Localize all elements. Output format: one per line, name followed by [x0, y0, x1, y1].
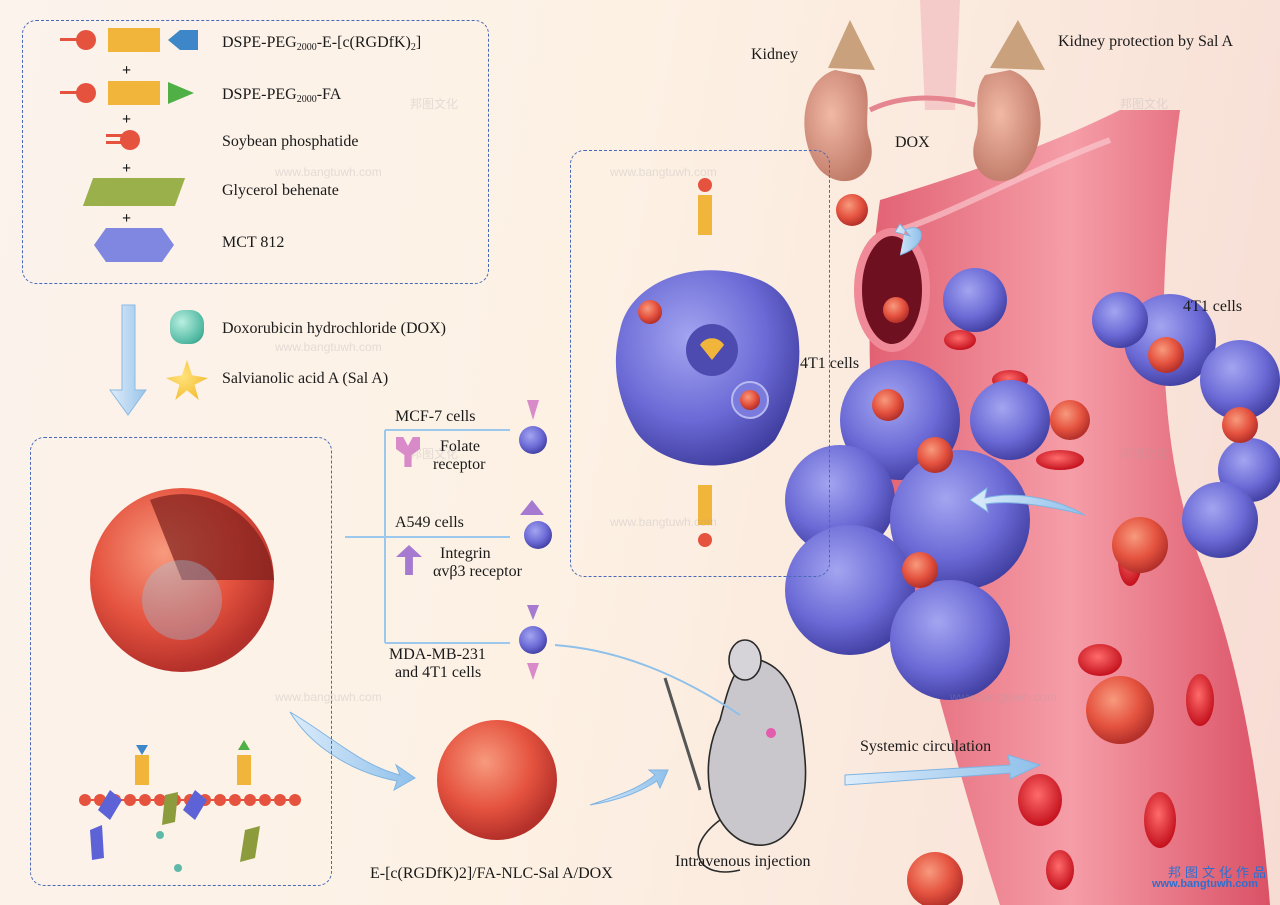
soybean-icon	[106, 128, 146, 152]
flow-arrows	[109, 223, 1086, 806]
mcf7-cell	[519, 426, 547, 454]
label-folate-2: receptor	[433, 456, 486, 473]
label-nlc: E-[c(RGDfK)2]/FA-NLC-Sal A/DOX	[370, 865, 613, 882]
glycerol-behenate-icon	[82, 178, 186, 206]
a549-cell	[524, 521, 552, 549]
label-mct: MCT 812	[222, 234, 285, 251]
dspe-fa-icon	[60, 81, 210, 105]
label-glycerol: Glycerol behenate	[222, 182, 339, 199]
mct-icon	[94, 228, 174, 262]
label-integrin-2: αvβ3 receptor	[433, 563, 522, 580]
watermark-url: www.bangtuwh.com	[275, 165, 382, 179]
label-injection: Intravenous injection	[675, 853, 811, 870]
cell-type-bracket	[345, 429, 741, 716]
inset-panel	[570, 150, 830, 577]
ingredients-panel	[22, 20, 489, 284]
label-mda-1: MDA-MB-231	[389, 646, 486, 663]
nlc-structure-panel	[30, 437, 332, 886]
inset-tumor-cell	[615, 178, 800, 547]
watermark-url: www.bangtuwh.com	[950, 690, 1057, 704]
label-dox: DOX	[895, 134, 930, 151]
label-dspe-fa: DSPE-PEG2000-FA	[222, 86, 342, 105]
lipid-layer	[79, 740, 301, 872]
vessel-lumen	[854, 228, 930, 352]
label-kidney: Kidney	[751, 46, 799, 63]
plus-sign: +	[122, 62, 132, 79]
final-nlc-particle	[437, 720, 557, 840]
mouse-illustration	[663, 639, 807, 873]
label-4t1-inset: 4T1 cells	[800, 355, 860, 372]
nlc-cross-section	[90, 488, 274, 672]
watermark-cn: 邦图文化	[410, 447, 459, 461]
label-mcf7: MCF-7 cells	[395, 408, 476, 425]
watermark-url: www.bangtuwh.com	[610, 165, 717, 179]
vessel-nanoparticles	[836, 194, 1258, 905]
watermark-cn: 邦图文化	[1120, 97, 1169, 111]
watermark-cn: 邦图文化	[410, 97, 459, 111]
red-blood-cells	[944, 330, 1214, 890]
label-dspe-rgd: DSPE-PEG2000-E-[c(RGDfK)2]	[222, 34, 422, 53]
label-systemic: Systemic circulation	[860, 738, 992, 755]
label-folate-1: Folate	[440, 438, 480, 455]
plus-sign: +	[122, 210, 132, 227]
plus-sign: +	[122, 111, 132, 128]
kidney-right	[973, 20, 1045, 182]
watermark-cn: 邦图文化	[1120, 447, 1169, 461]
label-integrin-1: Integrin	[440, 545, 491, 562]
dox-icon	[170, 310, 204, 344]
label-a549: A549 cells	[395, 514, 464, 531]
plus-sign: +	[122, 160, 132, 177]
mda-cell	[519, 626, 547, 654]
watermark-url: www.bangtuwh.com	[275, 690, 382, 704]
label-4t1-right: 4T1 cells	[1183, 298, 1243, 315]
watermark-url: www.bangtuwh.com	[275, 340, 382, 354]
brand-cn: 邦图文化作品	[1168, 865, 1271, 880]
label-dox-full: Doxorubicin hydrochloride (DOX)	[222, 320, 446, 337]
label-sal-a: Salvianolic acid A (Sal A)	[222, 370, 389, 387]
watermark-url: www.bangtuwh.com	[610, 515, 717, 529]
brand-url: www.bangtuwh.com	[1152, 878, 1258, 890]
dspe-rgd-icon	[60, 28, 210, 52]
label-kidney-protection: Kidney protection by Sal A	[1058, 33, 1234, 50]
label-mda-2: and 4T1 cells	[395, 664, 482, 681]
label-soybean: Soybean phosphatide	[222, 133, 359, 150]
